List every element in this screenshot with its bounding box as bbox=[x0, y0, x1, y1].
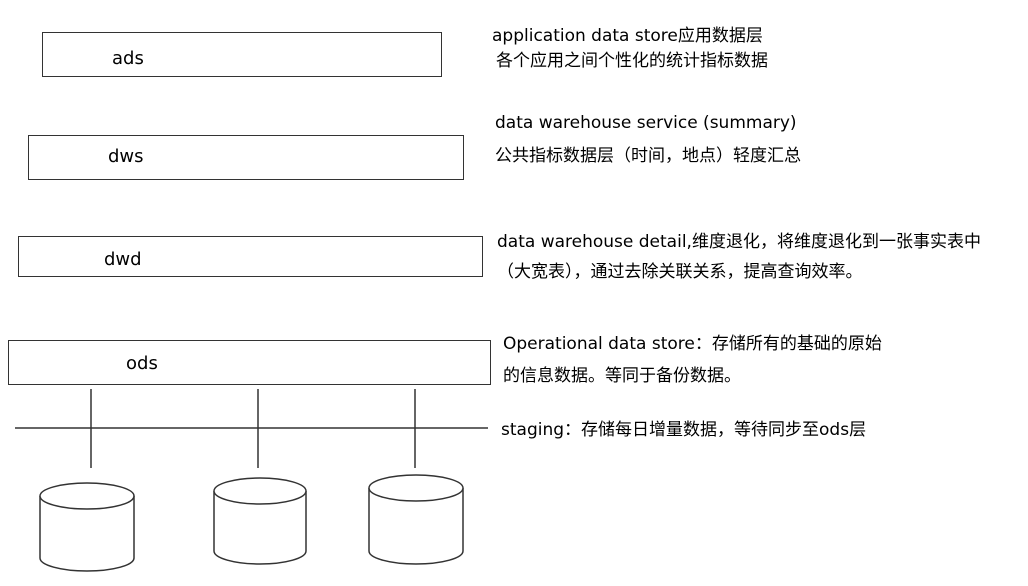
database-cylinder-icon bbox=[368, 474, 464, 565]
dwd-layer-box bbox=[18, 236, 483, 277]
ods-layer-box bbox=[8, 340, 491, 385]
dwd-description-line1: data warehouse detail,维度退化，将维度退化到一张事实表中 bbox=[497, 232, 981, 252]
database-cylinder-icon bbox=[39, 482, 135, 572]
ods-layer-label: ods bbox=[126, 353, 158, 374]
dwd-description-line2: （大宽表），通过去除关联关系，提高查询效率。 bbox=[497, 262, 863, 282]
dws-layer-box bbox=[28, 135, 464, 180]
ads-layer-box bbox=[42, 32, 442, 77]
dws-description-line2: 公共指标数据层（时间，地点）轻度汇总 bbox=[495, 146, 801, 166]
ads-description-line1: application data store应用数据层 bbox=[492, 26, 763, 46]
database-cylinder-icon bbox=[213, 477, 307, 565]
dws-description-line1: data warehouse service (summary) bbox=[495, 113, 797, 133]
dws-layer-label: dws bbox=[108, 146, 144, 167]
ads-layer-label: ads bbox=[112, 48, 144, 69]
staging-description: staging：存储每日增量数据，等待同步至ods层 bbox=[501, 420, 867, 440]
ods-description-line2: 的信息数据。等同于备份数据。 bbox=[503, 366, 741, 386]
ods-description-line1: Operational data store：存储所有的基础的原始 bbox=[503, 334, 882, 354]
dwd-layer-label: dwd bbox=[104, 249, 142, 270]
ads-description-line2: 各个应用之间个性化的统计指标数据 bbox=[496, 51, 768, 71]
